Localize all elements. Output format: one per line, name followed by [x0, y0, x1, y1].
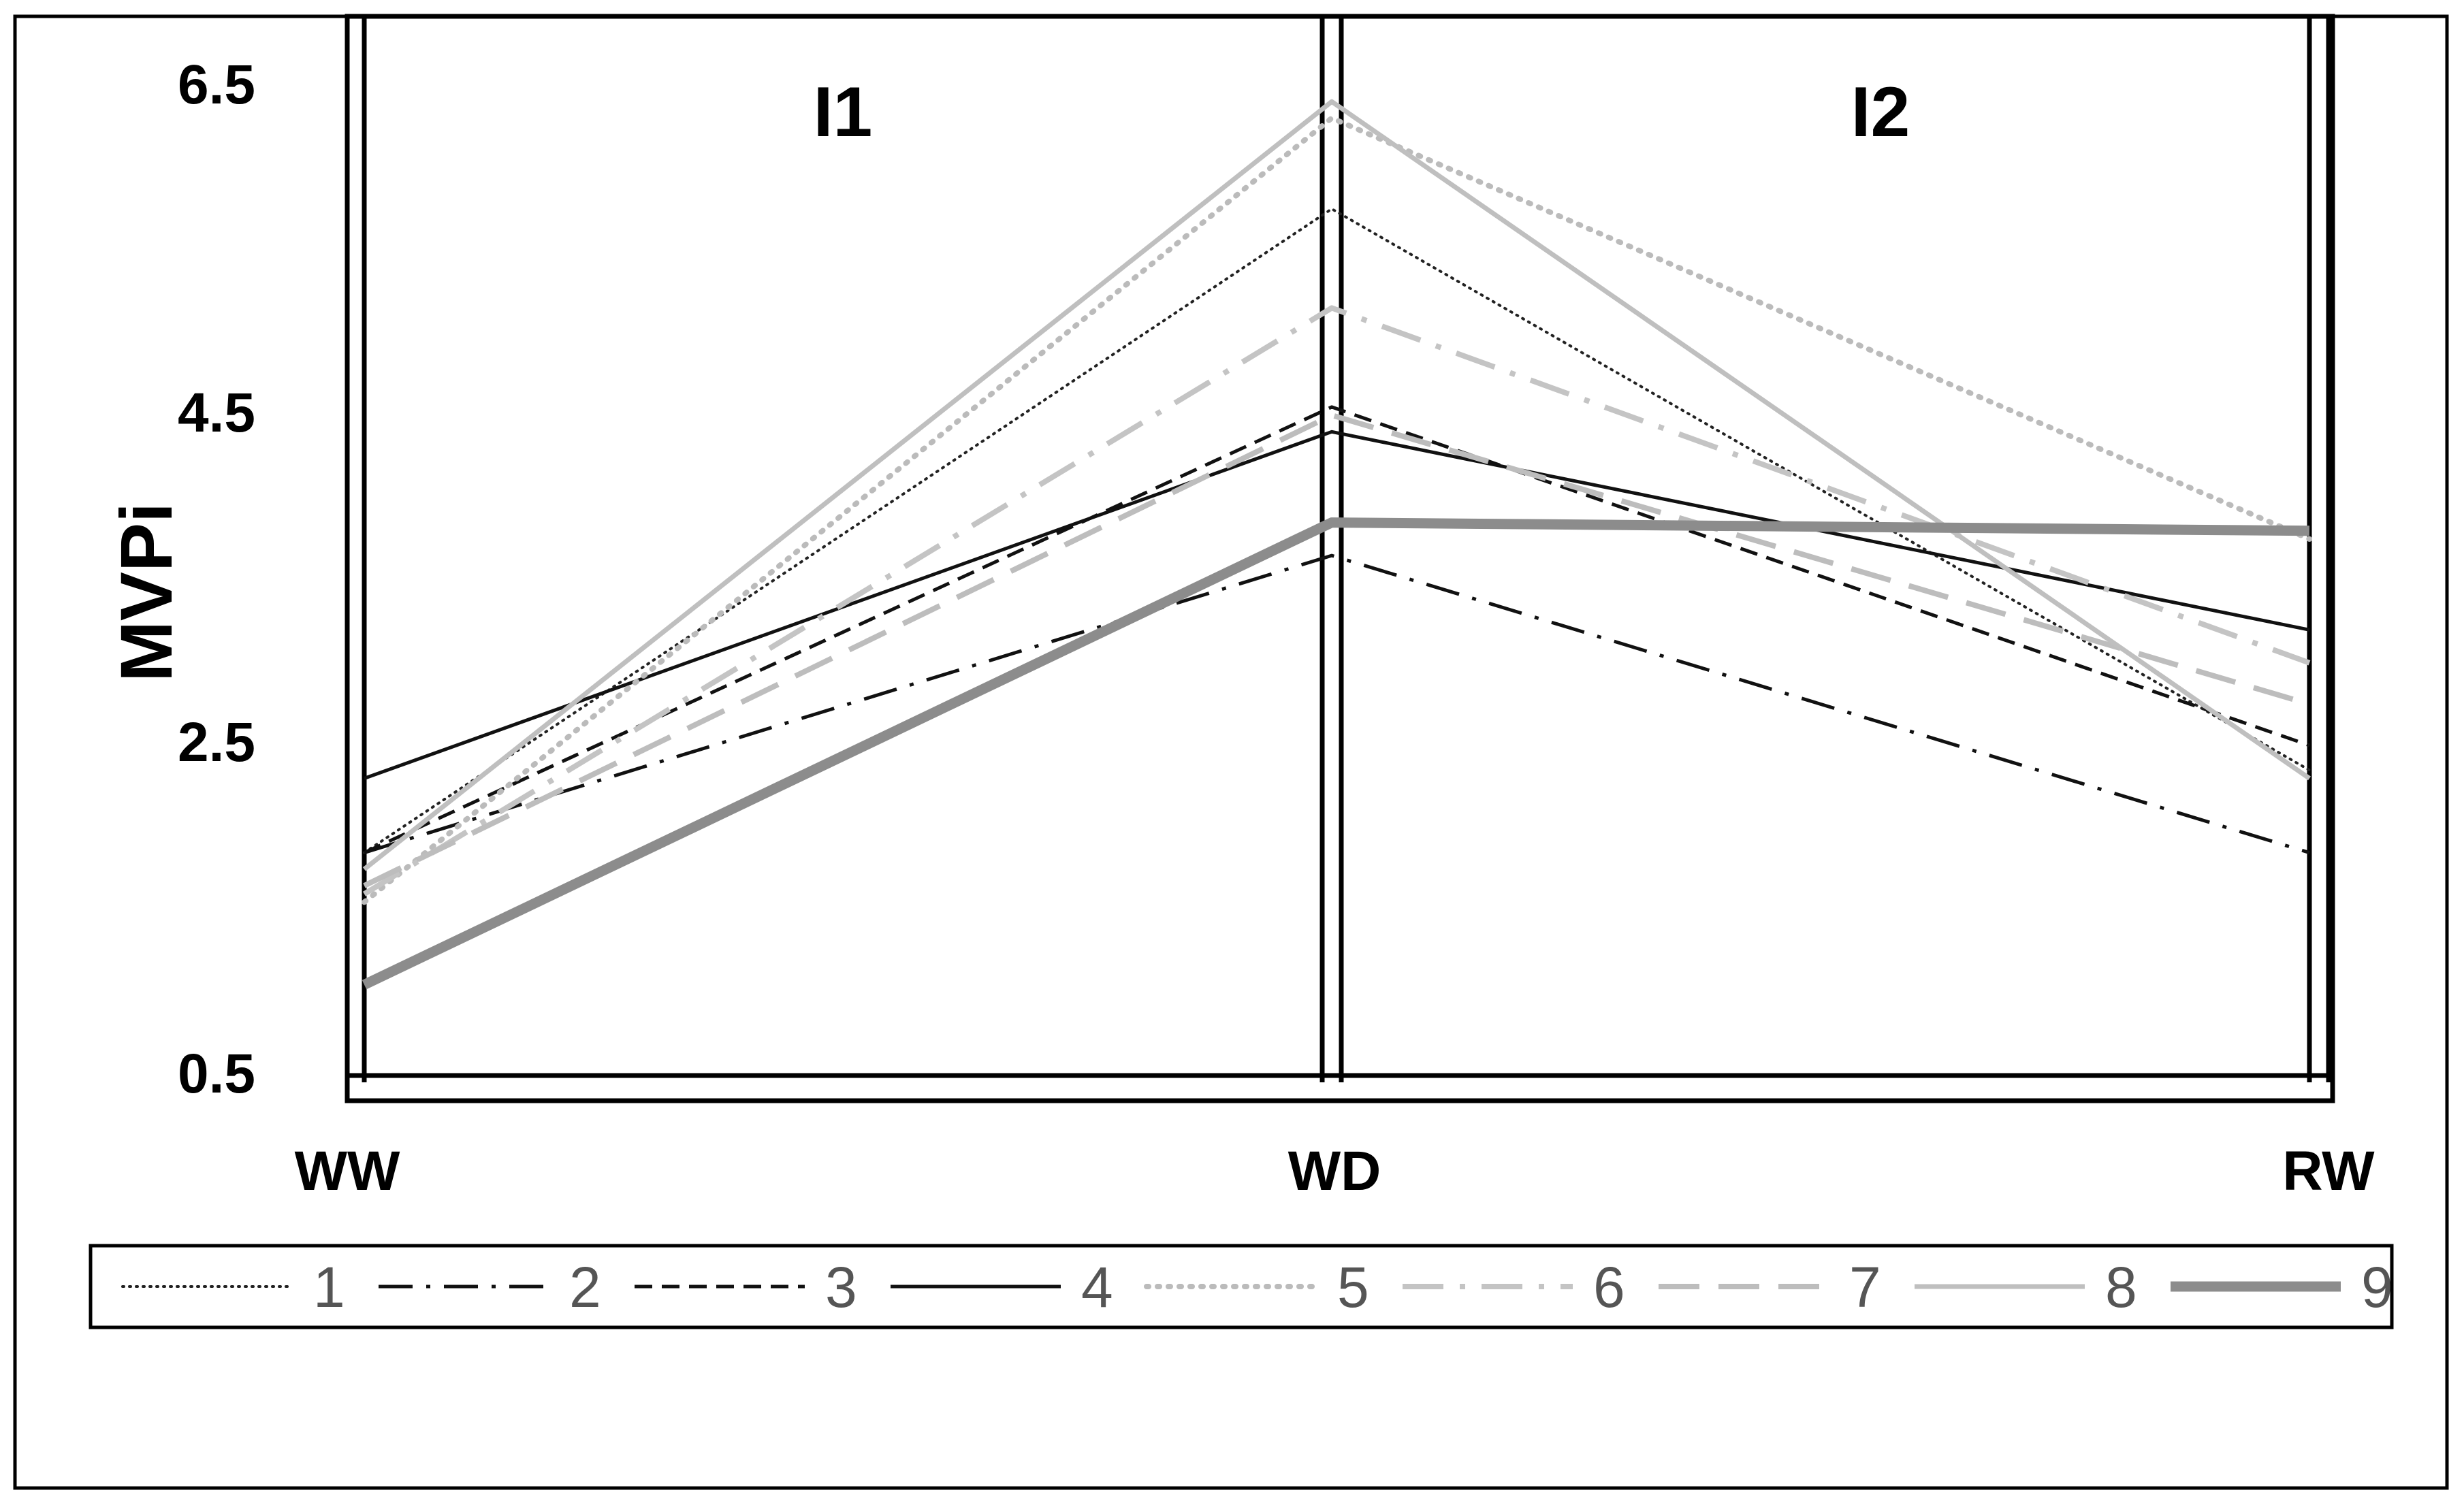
y-tick-label: 2.5: [178, 711, 255, 773]
legend-label-7: 7: [1849, 1255, 1881, 1319]
series-line-8: [362, 99, 2311, 871]
x-category-label: WW: [295, 1140, 400, 1202]
series-layer: [362, 99, 2312, 990]
legend-label-5: 5: [1337, 1255, 1369, 1319]
series-line-2: [364, 553, 2310, 854]
series-line-3: [363, 405, 2310, 854]
legend-label-4: 4: [1081, 1255, 1113, 1319]
y-tick-label: 6.5: [178, 54, 255, 116]
legend-label-6: 6: [1593, 1255, 1625, 1319]
series-line-7: [363, 413, 2311, 888]
x-category-label: RW: [2282, 1140, 2375, 1202]
series-line-5: [362, 115, 2312, 905]
series-line-6: [362, 305, 2311, 896]
legend-label-2: 2: [569, 1255, 601, 1319]
panel-title: I1: [814, 73, 873, 152]
series-line-4: [364, 430, 2310, 780]
x-category-label: WD: [1288, 1140, 1381, 1202]
y-axis-label: MVPi: [105, 502, 187, 682]
legend-label-3: 3: [825, 1255, 857, 1319]
legend-label-8: 8: [2105, 1255, 2137, 1319]
legend: 1 2 3 4 5 6 7 8 9: [121, 1255, 2393, 1319]
series-line-9: [362, 517, 2310, 990]
y-tick-label: 0.5: [178, 1043, 255, 1105]
legend-label-1: 1: [313, 1255, 345, 1319]
legend-label-9: 9: [2361, 1255, 2393, 1319]
y-tick-label: 4.5: [178, 382, 255, 444]
panel-title: I2: [1851, 73, 1910, 152]
